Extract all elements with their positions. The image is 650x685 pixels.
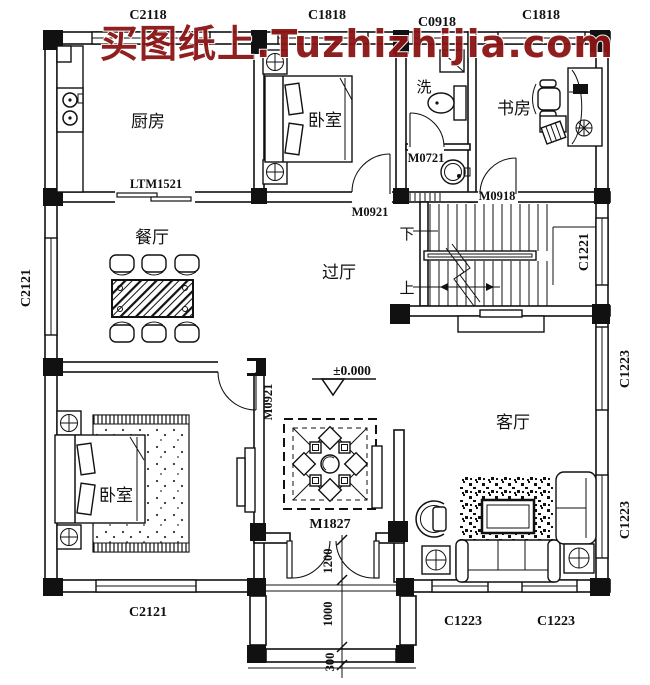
stove-icon bbox=[56, 87, 84, 133]
dim-label-300: 300 bbox=[323, 653, 337, 672]
loveseat-icon bbox=[555, 471, 597, 545]
window-label-c1221: C1221 bbox=[577, 233, 592, 271]
study-door bbox=[478, 157, 518, 203]
watermark-text: 买图纸上.Tuzhizhijia.com bbox=[100, 22, 614, 66]
bedroom-bottom-door bbox=[217, 361, 257, 411]
tv-cabinet-icon bbox=[236, 447, 256, 513]
kitchen-sliding-door bbox=[115, 191, 195, 203]
waste-bin-icon bbox=[540, 120, 567, 145]
bedroom-top-door bbox=[351, 153, 392, 203]
nightstand-lamp-icon bbox=[56, 524, 82, 550]
door-label-m0721: M0721 bbox=[408, 151, 445, 165]
window-label-c1223-r1: C1223 bbox=[618, 350, 633, 388]
door-label-ltm1521: LTM1521 bbox=[130, 177, 182, 191]
dining-chair-icon bbox=[109, 321, 135, 343]
kitchen-furniture bbox=[56, 45, 84, 193]
window-c2121-bottom bbox=[95, 579, 197, 593]
window-label-c1223-b2: C1223 bbox=[537, 614, 575, 629]
window-c0918 bbox=[412, 31, 444, 45]
window-c1818-top bbox=[277, 31, 369, 45]
window-label-c1223-b1: C1223 bbox=[444, 614, 482, 629]
porch-dimension-line bbox=[336, 534, 348, 678]
room-label-hall: 过厅 bbox=[322, 263, 356, 283]
dim-label-1000: 1000 bbox=[321, 602, 335, 627]
door-label-m1827: M1827 bbox=[309, 517, 350, 532]
window-label-c0918: C0918 bbox=[418, 15, 456, 30]
window-label-c2118: C2118 bbox=[129, 8, 166, 23]
dim-label-1200: 1200 bbox=[321, 549, 335, 574]
desk-icon bbox=[567, 67, 603, 147]
dining-chair-icon bbox=[141, 321, 167, 343]
stair-cabinet bbox=[457, 315, 545, 333]
bath-fixtures bbox=[427, 49, 471, 185]
nightstand-lamp-icon bbox=[262, 159, 288, 185]
bedroom-top-furniture bbox=[262, 49, 353, 185]
room-label-kitchen: 厨房 bbox=[131, 112, 165, 132]
window-label-c2121-left: C2121 bbox=[19, 269, 34, 307]
side-table-lamp-icon bbox=[421, 545, 451, 575]
window-c1223-right1 bbox=[595, 326, 609, 411]
dining-furniture bbox=[109, 254, 200, 343]
dining-chair-icon bbox=[109, 254, 135, 276]
bedroom-bottom-furniture bbox=[54, 410, 256, 553]
dining-chair-icon bbox=[174, 254, 200, 276]
window-c1221-right bbox=[595, 217, 609, 286]
room-label-dining: 餐厅 bbox=[135, 228, 169, 248]
doors bbox=[115, 112, 518, 579]
window-label-c2121-bottom: C2121 bbox=[129, 605, 167, 620]
office-chair-icon bbox=[532, 79, 561, 119]
bath-door bbox=[408, 112, 445, 151]
level-marker bbox=[312, 378, 376, 397]
bed-icon bbox=[264, 75, 353, 163]
nightstand-lamp-icon bbox=[56, 410, 82, 436]
window-label-c1818-2: C1818 bbox=[522, 8, 560, 23]
foyer-medallion bbox=[283, 418, 377, 510]
sink-icon bbox=[440, 159, 471, 185]
armchair-icon bbox=[415, 500, 447, 538]
window-c1223-bottom1 bbox=[431, 579, 489, 593]
window-label-c1223-r2: C1223 bbox=[618, 501, 633, 539]
level-label: ±0.000 bbox=[333, 363, 371, 378]
stair-label-up: 上 bbox=[399, 279, 414, 297]
door-label-m0918: M0918 bbox=[479, 189, 516, 203]
stair-handrail bbox=[423, 250, 537, 261]
sofa-icon bbox=[455, 539, 561, 583]
room-label-bedroom-top: 卧室 bbox=[308, 111, 342, 131]
window-c2121-left bbox=[44, 237, 58, 336]
side-table-lamp-icon bbox=[563, 543, 595, 574]
window-c1818-top2 bbox=[497, 31, 586, 45]
door-label-m0921-bottom: M0921 bbox=[261, 384, 275, 421]
nightstand-lamp-icon bbox=[262, 49, 288, 75]
living-furniture bbox=[415, 471, 597, 583]
room-label-bedroom-bottom: 卧室 bbox=[99, 486, 133, 506]
foyer-cabinet bbox=[371, 445, 383, 509]
bath-threshold bbox=[409, 193, 441, 201]
door-label-m0921-top: M0921 bbox=[352, 205, 389, 219]
room-label-bath: 洗 bbox=[416, 78, 431, 96]
window-c2118 bbox=[91, 31, 211, 45]
porch bbox=[248, 534, 417, 678]
window-label-c1818-1: C1818 bbox=[308, 8, 346, 23]
stair-label-down: 下 bbox=[399, 225, 414, 243]
windows bbox=[44, 31, 609, 593]
room-label-living: 客厅 bbox=[496, 413, 530, 433]
room-label-study: 书房 bbox=[497, 99, 531, 119]
entrance-double-door bbox=[286, 540, 380, 579]
stair-break-line bbox=[445, 247, 475, 307]
coffee-table-icon bbox=[480, 498, 536, 535]
dining-table bbox=[111, 279, 194, 318]
study-furniture bbox=[532, 67, 603, 147]
dining-chair-icon bbox=[141, 254, 167, 276]
bed-icon bbox=[54, 434, 146, 524]
staircase bbox=[413, 204, 596, 333]
dining-chair-icon bbox=[174, 321, 200, 343]
window-c1223-right2 bbox=[595, 474, 609, 559]
toilet-icon bbox=[427, 85, 467, 121]
